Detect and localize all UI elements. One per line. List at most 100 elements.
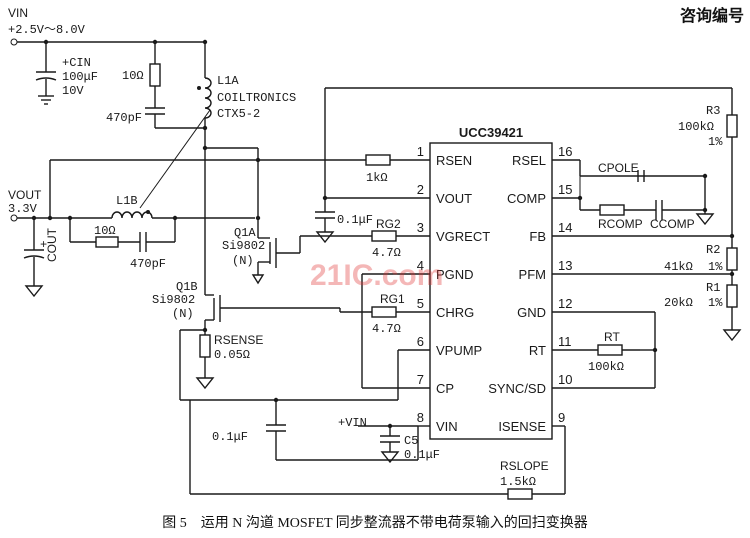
pin-name-left: VGRECT <box>436 229 490 244</box>
r2-name: R2 <box>706 243 720 257</box>
snubber-out-resistor <box>95 236 119 248</box>
r2-tol: 1% <box>708 260 723 274</box>
cin-capacitor <box>35 42 57 105</box>
pin-number-right: 15 <box>558 182 572 197</box>
coupling-line <box>139 109 211 209</box>
ic-pins: 1RSEN2VOUT3VGRECT4PGND5CHRG6VPUMP7CP8VIN… <box>417 144 573 434</box>
pin-number-left: 7 <box>417 372 424 387</box>
pin-number-right: 11 <box>558 334 572 349</box>
vout-voltage: 3.3V <box>8 202 38 216</box>
r1-name: R1 <box>706 281 720 295</box>
vin-range: +2.5V～8.0V <box>8 23 86 37</box>
r3-name: R3 <box>706 104 720 118</box>
r1-tol: 1% <box>708 296 723 310</box>
snubber-top-r-value: 10Ω <box>122 69 144 83</box>
pin-number-left: 4 <box>417 258 424 273</box>
l1b-winding <box>111 211 153 219</box>
r1-resistor <box>726 284 738 308</box>
pin-number-left: 5 <box>417 296 424 311</box>
pin-number-right: 12 <box>558 296 572 311</box>
cvout-value: 0.1μF <box>337 213 373 227</box>
rslope-resistor <box>507 488 533 500</box>
pin-name-left: VIN <box>436 419 458 434</box>
pin-number-left: 2 <box>417 182 424 197</box>
r3-value: 100kΩ <box>678 120 714 134</box>
pin-name-left: CP <box>436 381 454 396</box>
rcomp-name: RCOMP <box>598 217 643 231</box>
pin-name-left: CHRG <box>436 305 474 320</box>
rslope-name: RSLOPE <box>500 459 549 473</box>
pin-name-left: PGND <box>436 267 474 282</box>
c5-vin-label: +VIN <box>338 416 367 430</box>
rsense-value: 0.05Ω <box>214 348 250 362</box>
rsen-value: 1kΩ <box>366 171 388 185</box>
vin-label: VIN <box>8 6 28 20</box>
rsense-name: RSENSE <box>214 333 263 347</box>
l1b-name: L1B <box>116 194 138 208</box>
pin-number-right: 14 <box>558 220 572 235</box>
c5-value: 0.1μF <box>404 448 440 462</box>
rg1-resistor <box>371 306 397 318</box>
pin-number-left: 3 <box>417 220 424 235</box>
c5-name: C5 <box>404 434 418 448</box>
cvpump-value: 0.1μF <box>212 430 248 444</box>
pin-number-right: 13 <box>558 258 572 273</box>
ic-name: UCC39421 <box>459 125 523 140</box>
q1b-name: Q1B <box>176 280 198 294</box>
snubber-out-r-value: 10Ω <box>94 224 116 238</box>
pin-number-right: 16 <box>558 144 572 159</box>
pin-name-left: RSEN <box>436 153 472 168</box>
q1a-part: Si9802 <box>222 239 265 253</box>
q1b-mosfet <box>205 294 221 322</box>
pin-name-right: FB <box>529 229 546 244</box>
snubber-top-c-value: 470pF <box>106 111 142 125</box>
pin-number-left: 1 <box>417 144 424 159</box>
pin-name-right: RSEL <box>512 153 546 168</box>
l1a-maker: COILTRONICS <box>217 91 296 105</box>
rg2-resistor <box>371 230 397 242</box>
pin-number-right: 10 <box>558 372 572 387</box>
rt-value: 100kΩ <box>588 360 624 374</box>
r1-value: 20kΩ <box>664 296 693 310</box>
rg1-name: RG1 <box>380 292 405 306</box>
r3-resistor <box>726 114 738 138</box>
pin-name-right: SYNC/SD <box>488 381 546 396</box>
rcomp-resistor <box>599 204 625 216</box>
pin-number-right: 9 <box>558 410 565 425</box>
rg2-name: RG2 <box>376 217 401 231</box>
cin-value: 100μF <box>62 70 98 84</box>
pin-name-right: PFM <box>519 267 546 282</box>
l1a-part: CTX5-2 <box>217 107 260 121</box>
pin-name-right: ISENSE <box>498 419 546 434</box>
snubber-top-resistor <box>149 63 161 87</box>
pin-name-right: RT <box>529 343 546 358</box>
pin-number-left: 6 <box>417 334 424 349</box>
r3-tol: 1% <box>708 135 723 149</box>
q1b-type: (N) <box>172 307 194 321</box>
rt-resistor <box>597 344 623 356</box>
snubber-out-c-value: 470pF <box>130 257 166 271</box>
r2-resistor <box>726 247 738 271</box>
vin-terminal <box>10 38 18 46</box>
rg2-value: 4.7Ω <box>372 246 401 260</box>
header-label: 咨询编号 <box>679 8 744 25</box>
r2-value: 41kΩ <box>664 260 693 274</box>
rt-name: RT <box>604 330 620 344</box>
cin-rating: 10V <box>62 84 84 98</box>
cout-name: COUT <box>45 227 59 262</box>
cout-capacitor <box>23 218 45 298</box>
rslope-value: 1.5kΩ <box>500 475 536 489</box>
ic-body <box>429 142 553 440</box>
pin-name-left: VOUT <box>436 191 472 206</box>
pin-name-left: VPUMP <box>436 343 482 358</box>
q1b-part: Si9802 <box>152 293 195 307</box>
cpole-name: CPOLE <box>598 161 639 175</box>
cout-plus: + <box>40 238 47 252</box>
rg1-value: 4.7Ω <box>372 322 401 336</box>
figure-caption: 图 5 运用 N 沟道 MOSFET 同步整流器不带电荷泵输入的回扫变换器 <box>162 516 588 531</box>
pin-name-right: GND <box>517 305 546 320</box>
pin-name-right: COMP <box>507 191 546 206</box>
watermark: 21IC.com <box>310 259 443 292</box>
vout-label: VOUT <box>8 188 42 202</box>
